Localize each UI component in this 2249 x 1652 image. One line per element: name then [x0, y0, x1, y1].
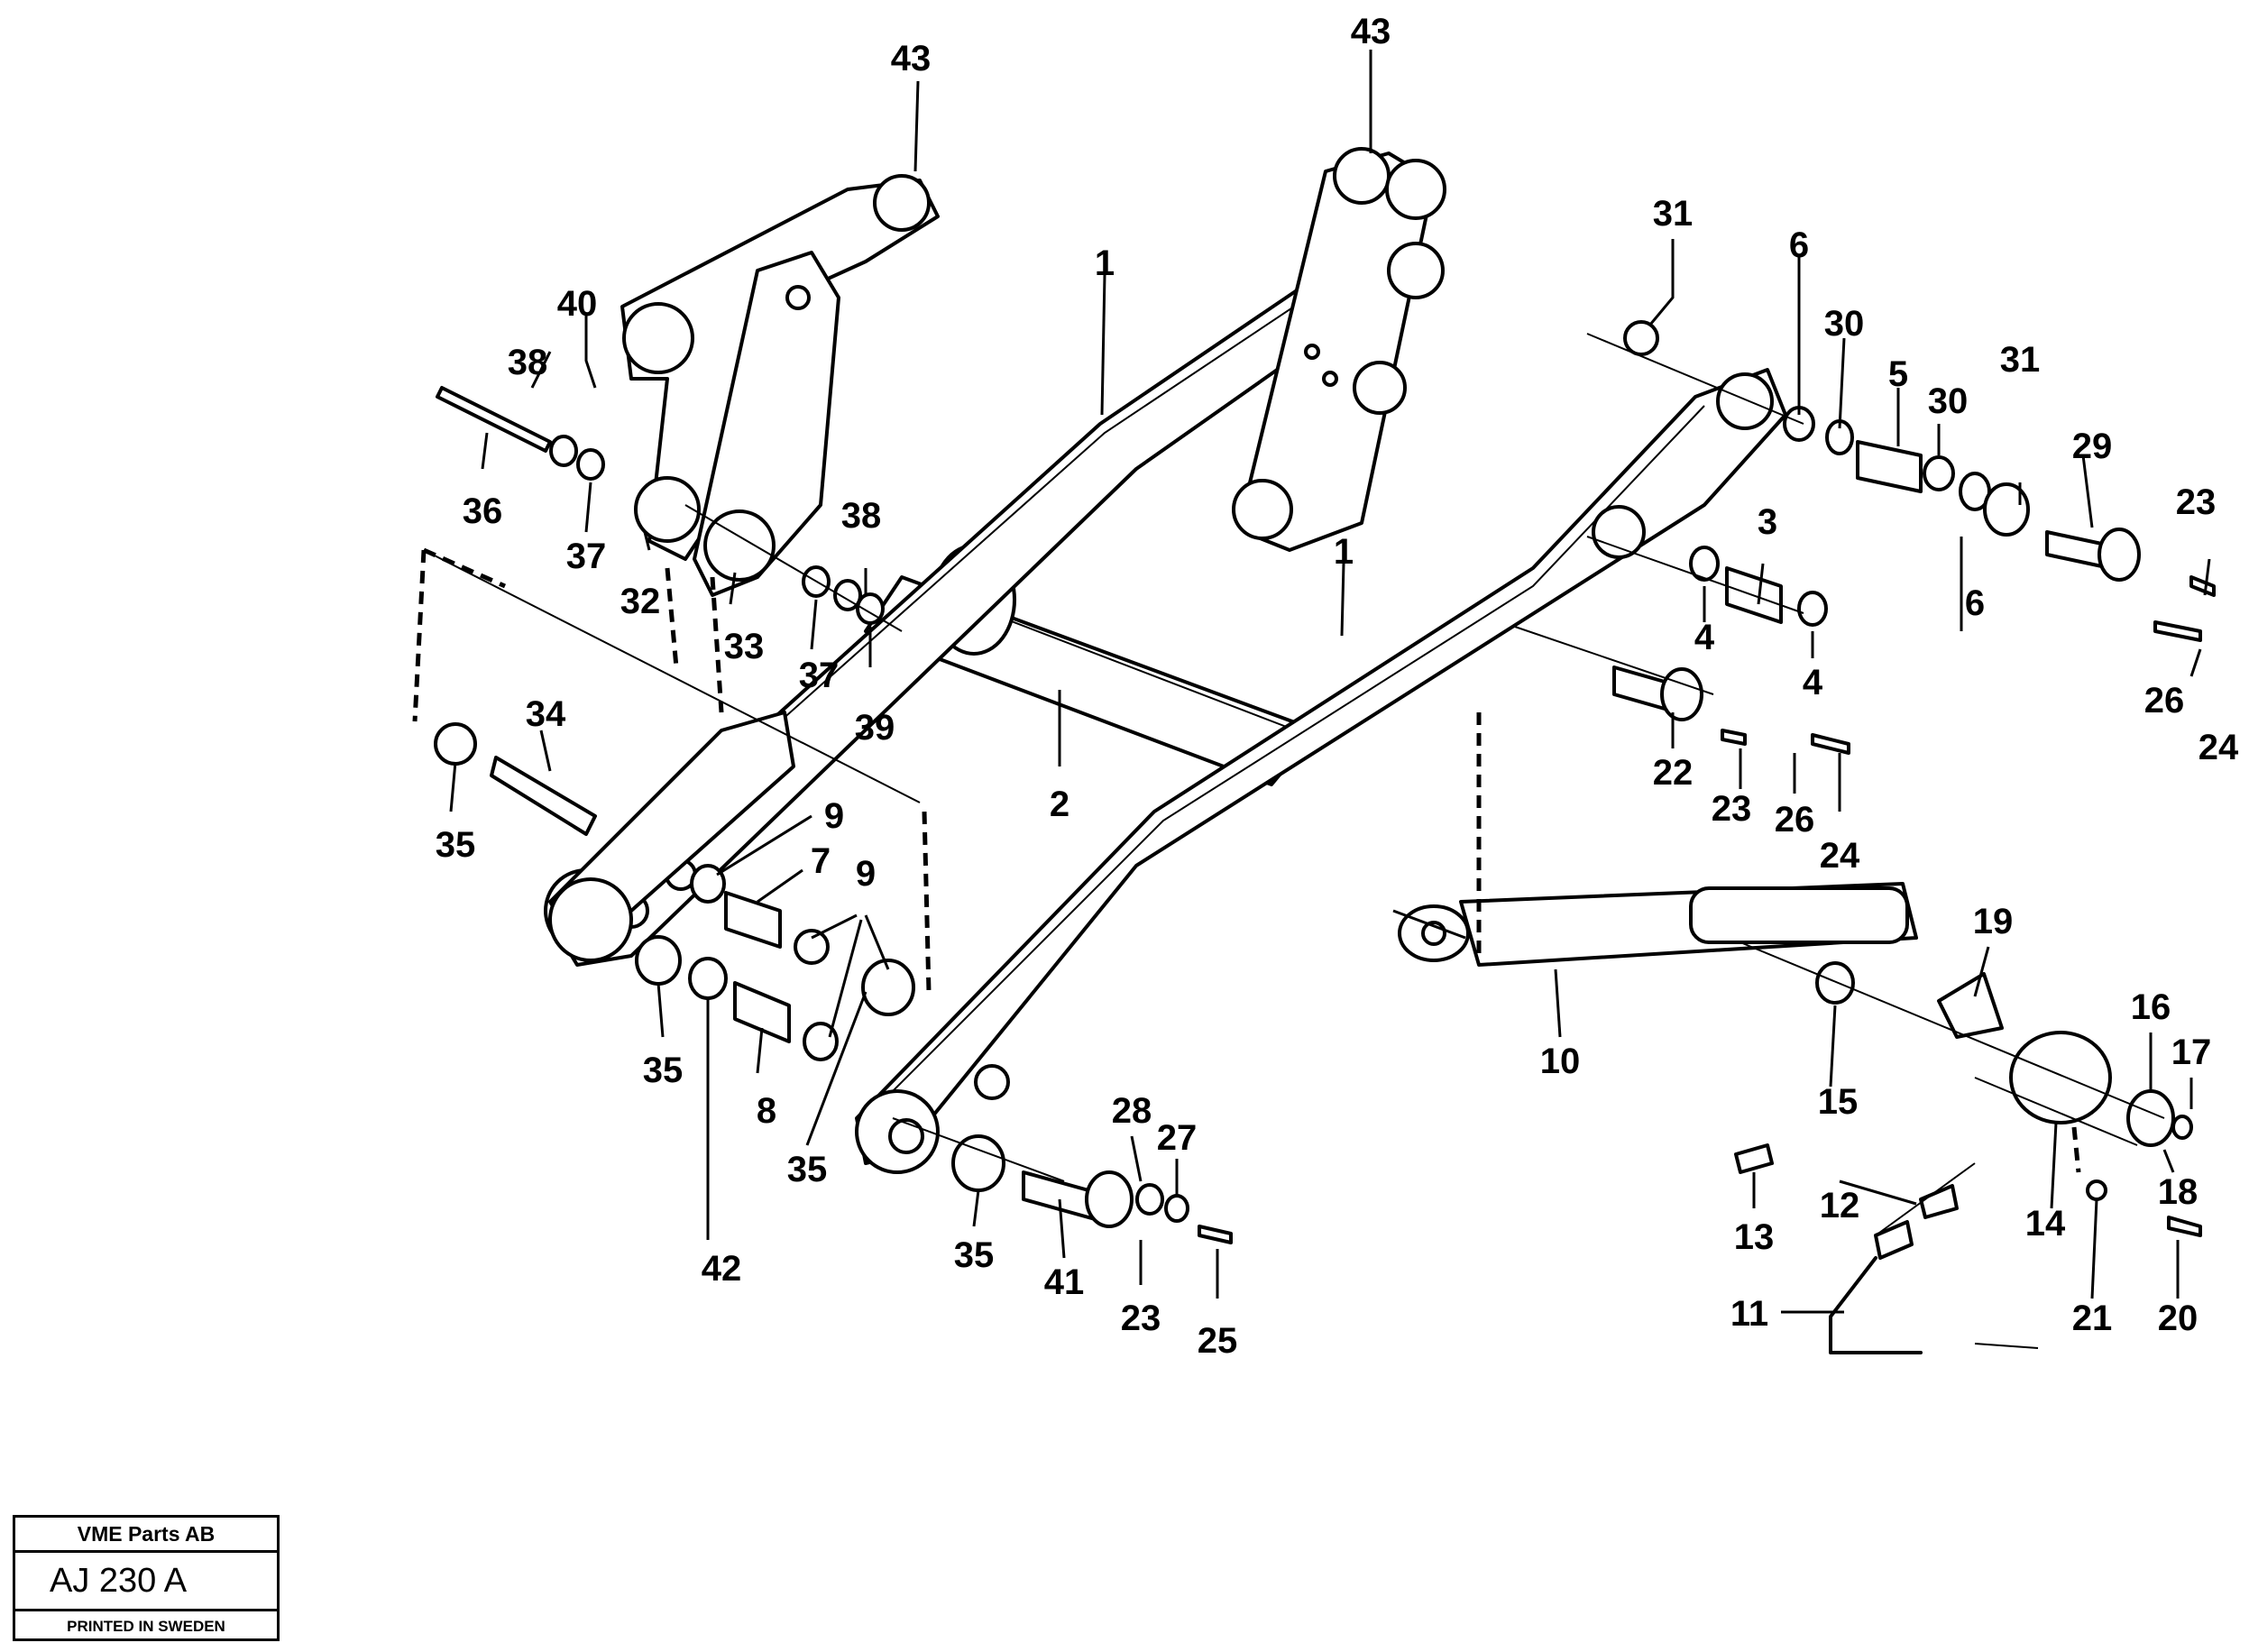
callout-10: 10 — [1540, 1042, 1581, 1081]
centre-lines — [423, 333, 2165, 1349]
callout-4-a: 4 — [1694, 618, 1715, 657]
callout-34: 34 — [526, 694, 566, 734]
leader-lines — [449, 50, 2211, 1314]
callout-6-a: 6 — [1789, 225, 1809, 265]
lift-arm-right — [855, 368, 1787, 1174]
callout-7: 7 — [811, 841, 831, 881]
callout-18: 18 — [2158, 1172, 2199, 1212]
callout-41: 41 — [1044, 1262, 1085, 1302]
callout-13: 13 — [1734, 1217, 1775, 1257]
callout-43-right: 43 — [1351, 12, 1391, 51]
callout-24-a: 24 — [2199, 728, 2239, 767]
dashed-reference-lines — [412, 547, 2081, 1173]
callout-27: 27 — [1157, 1118, 1198, 1158]
callout-35-a: 35 — [436, 825, 476, 865]
bell-crank-bracket — [620, 174, 940, 597]
callout-31-a: 31 — [1653, 194, 1694, 234]
callout-19: 19 — [1973, 902, 2014, 941]
title-block: VME Parts AB AJ 230 A PRINTED IN SWEDEN — [13, 1515, 280, 1641]
callout-38-a: 38 — [508, 343, 548, 382]
callout-15: 15 — [1818, 1082, 1859, 1122]
callout-35-d: 35 — [954, 1235, 995, 1275]
callout-labels: 43 43 1 1 2 31 31 6 6 30 30 5 29 23 23 2… — [436, 12, 2239, 1361]
callout-1-lower: 1 — [1334, 532, 1354, 572]
callout-33: 33 — [724, 627, 765, 666]
callout-43-left: 43 — [891, 39, 932, 78]
callout-1-upper: 1 — [1095, 243, 1115, 283]
callout-22: 22 — [1653, 753, 1694, 793]
callout-38-b: 38 — [841, 496, 882, 536]
callout-11: 11 — [1730, 1294, 1768, 1334]
hardware-parts — [434, 320, 2216, 1354]
callout-3: 3 — [1758, 502, 1777, 542]
company-name: VME Parts AB — [15, 1518, 277, 1553]
callout-16: 16 — [2131, 987, 2171, 1027]
callout-9-a: 9 — [824, 796, 844, 836]
callout-29: 29 — [2072, 427, 2113, 466]
callout-23-b: 23 — [1712, 789, 1752, 829]
callout-37-b: 37 — [799, 656, 840, 695]
tilt-link-right — [1232, 147, 1446, 552]
callout-30-b: 30 — [1928, 381, 1969, 421]
callout-32: 32 — [620, 582, 661, 621]
callout-40: 40 — [557, 284, 598, 324]
callout-4-b: 4 — [1803, 663, 1823, 702]
callout-35-c: 35 — [787, 1150, 828, 1189]
callout-24-b: 24 — [1820, 836, 1860, 876]
callout-2: 2 — [1050, 785, 1069, 824]
callout-5: 5 — [1888, 354, 1908, 394]
callout-6-b: 6 — [1965, 583, 1985, 623]
callout-23-c: 23 — [1121, 1299, 1161, 1338]
callout-9-b: 9 — [856, 854, 876, 894]
callout-14: 14 — [2025, 1204, 2066, 1244]
callout-12: 12 — [1820, 1186, 1860, 1225]
callout-21: 21 — [2072, 1299, 2113, 1338]
callout-26-a: 26 — [2144, 681, 2185, 720]
lift-cylinder — [1392, 882, 1918, 967]
callout-26-b: 26 — [1775, 800, 1815, 840]
callout-25: 25 — [1198, 1321, 1238, 1361]
callout-23-a: 23 — [2176, 482, 2217, 522]
callout-8: 8 — [757, 1091, 776, 1131]
callout-20: 20 — [2158, 1299, 2199, 1338]
callout-42: 42 — [702, 1249, 742, 1289]
callout-30-a: 30 — [1824, 304, 1865, 344]
callout-36: 36 — [463, 491, 503, 531]
printed-in: PRINTED IN SWEDEN — [67, 1617, 225, 1635]
drawing-number: AJ 230 A — [15, 1553, 277, 1611]
callout-37-a: 37 — [566, 537, 607, 576]
callout-17: 17 — [2171, 1032, 2212, 1072]
callout-35-b: 35 — [643, 1051, 684, 1090]
callout-39: 39 — [855, 708, 895, 748]
callout-28: 28 — [1112, 1091, 1152, 1131]
callout-31-b: 31 — [2000, 340, 2041, 380]
